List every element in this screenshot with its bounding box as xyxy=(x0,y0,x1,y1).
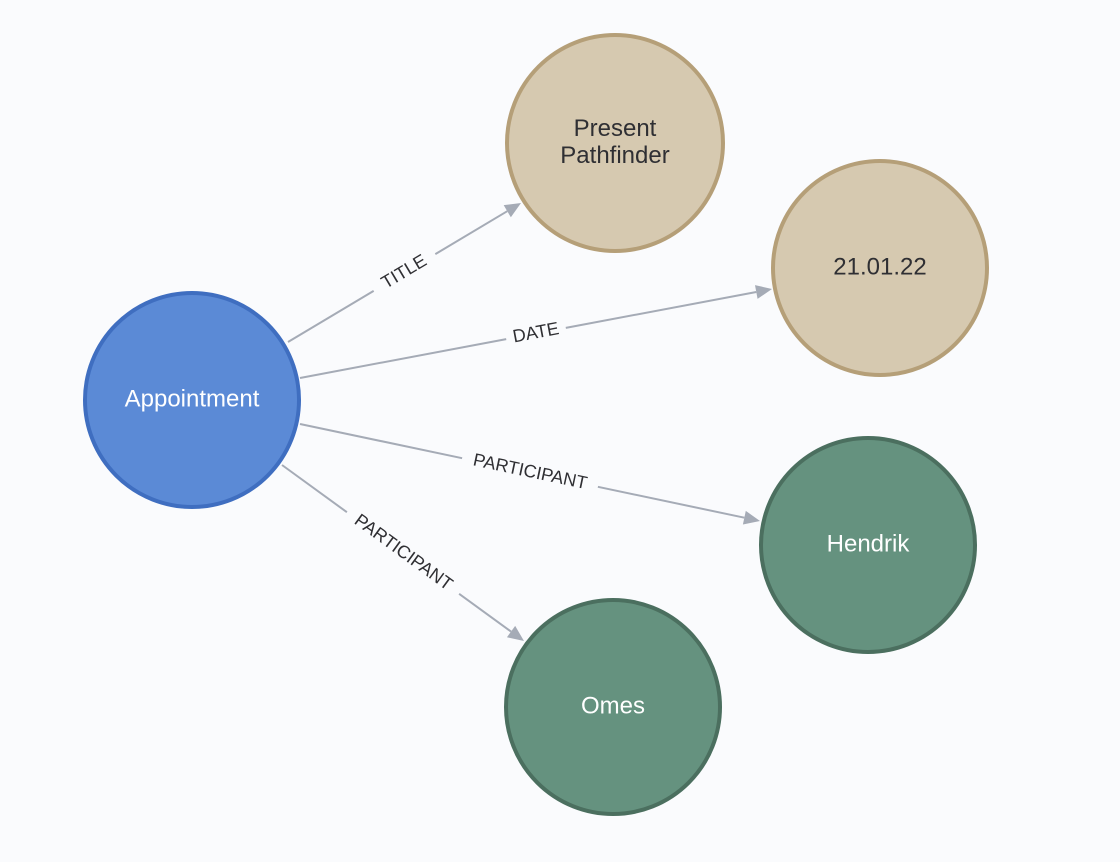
relationship-label: PARTICIPANT xyxy=(471,450,589,494)
nodes-layer: Appointment PresentPathfinder21.01.22Hend… xyxy=(83,33,989,816)
node-appointment[interactable]: Appointment xyxy=(83,291,301,509)
arrowhead-icon xyxy=(754,285,772,299)
node-circle[interactable] xyxy=(759,436,977,654)
edge-line-segment[interactable] xyxy=(597,485,745,519)
edge-line-segment[interactable] xyxy=(565,290,757,329)
arrowhead-icon xyxy=(503,203,521,218)
edges-layer: TITLE DATE PARTICIPANT PARTICIPANT xyxy=(281,203,772,641)
edge-line-segment[interactable] xyxy=(281,464,348,514)
edge-line-segment[interactable] xyxy=(299,423,463,460)
node-circle[interactable] xyxy=(505,33,725,253)
relationship-label: DATE xyxy=(511,318,561,346)
arrowhead-icon xyxy=(506,625,524,641)
node-circle[interactable] xyxy=(83,291,301,509)
node-omes[interactable]: Omes xyxy=(504,598,722,816)
arrowhead-icon xyxy=(742,510,760,525)
relationship-participant-omes[interactable]: PARTICIPANT xyxy=(281,464,524,641)
relationship-title[interactable]: TITLE xyxy=(287,203,521,343)
relationship-date[interactable]: DATE xyxy=(299,285,772,379)
relationship-participant-hendrik[interactable]: PARTICIPANT xyxy=(299,423,760,525)
edge-line-segment[interactable] xyxy=(287,290,375,343)
edge-line-segment[interactable] xyxy=(434,210,508,255)
relationship-label: PARTICIPANT xyxy=(351,510,457,594)
relationship-label: TITLE xyxy=(378,250,430,292)
node-date-value[interactable]: 21.01.22 xyxy=(771,159,989,377)
edge-line-segment[interactable] xyxy=(458,592,512,633)
node-hendrik[interactable]: Hendrik xyxy=(759,436,977,654)
node-circle[interactable] xyxy=(504,598,722,816)
edge-line-segment[interactable] xyxy=(299,338,507,379)
node-circle[interactable] xyxy=(771,159,989,377)
